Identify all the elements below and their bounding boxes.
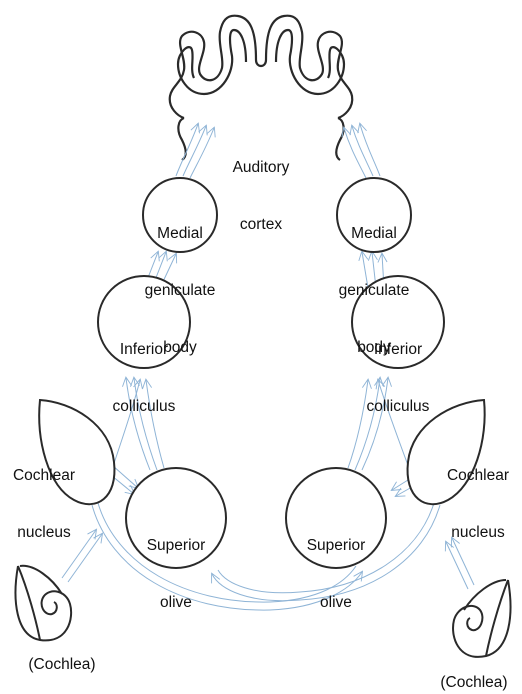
cochlea-right-shape <box>453 580 510 657</box>
cochlear-nucleus-left-label-line: Cochlear <box>4 466 84 485</box>
medial-geniculate-right-label-line: geniculate <box>330 281 418 300</box>
superior-olive-left-label: Superior olive <box>136 498 216 631</box>
superior-olive-right-label-line: olive <box>296 593 376 612</box>
inferior-colliculus-left-label-line: colliculus <box>98 397 190 416</box>
inferior-colliculus-left-label: Inferior colliculus <box>98 302 190 435</box>
cochlea-left-label: (Cochlea) <box>14 655 110 674</box>
cochlear-nucleus-right-label: Cochlear nucleus <box>438 428 518 561</box>
superior-olive-left-label-line: olive <box>136 593 216 612</box>
inferior-colliculus-right-label-line: Inferior <box>352 340 444 359</box>
inferior-colliculus-right-label: Inferior colliculus <box>352 302 444 435</box>
superior-olive-right-label: Superior olive <box>296 498 376 631</box>
cochlear-nucleus-right-label-line: nucleus <box>438 523 518 542</box>
inferior-colliculus-right-label-line: colliculus <box>352 397 444 416</box>
auditory-cortex-label: Auditory cortex <box>226 120 296 253</box>
cochlear-nucleus-left-label: Cochlear nucleus <box>4 428 84 561</box>
auditory-cortex-label-line: Auditory <box>226 158 296 177</box>
medial-geniculate-right-label-line: Medial <box>330 224 418 243</box>
medial-geniculate-left-label-line: Medial <box>136 224 224 243</box>
cochlear-nucleus-right-label-line: Cochlear <box>438 466 518 485</box>
medial-geniculate-left-label-line: geniculate <box>136 281 224 300</box>
auditory-cortex-label-line: cortex <box>226 215 296 234</box>
cochlear-nucleus-left-label-line: nucleus <box>4 523 84 542</box>
superior-olive-right-label-line: Superior <box>296 536 376 555</box>
inferior-colliculus-left-label-line: Inferior <box>98 340 190 359</box>
superior-olive-left-label-line: Superior <box>136 536 216 555</box>
cochlea-right-label: (Cochlea) <box>428 673 520 692</box>
